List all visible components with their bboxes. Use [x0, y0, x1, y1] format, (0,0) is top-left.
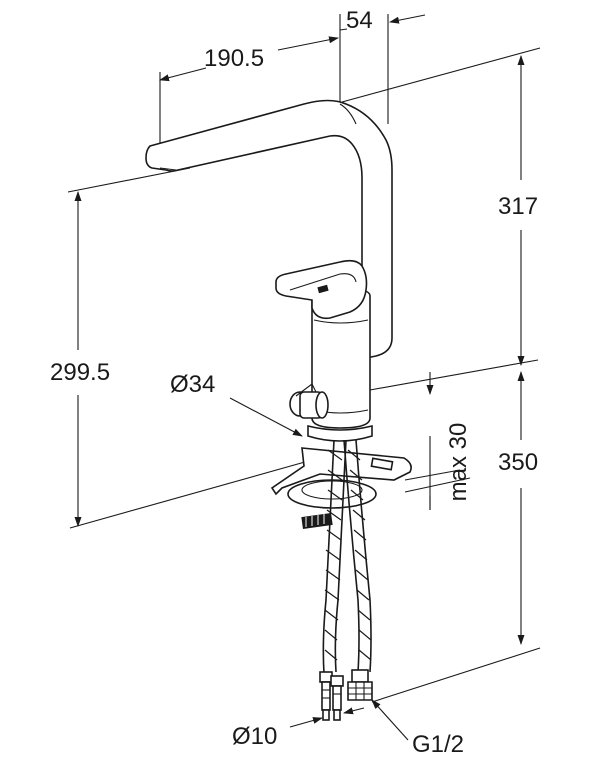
hose-diameter-label: Ø10 [232, 723, 277, 750]
spout-reach-label: 190.5 [204, 45, 264, 72]
threaded-rod [301, 512, 333, 530]
base-diameter-label: Ø34 [170, 371, 215, 398]
diverter-knob [289, 383, 329, 419]
base-ring [307, 424, 373, 442]
hose-length-label: 350 [498, 449, 538, 476]
connection-thread-label: G1/2 [412, 731, 464, 758]
deck-thickness-label: max 30 [445, 423, 472, 502]
hose-connector-middle [330, 675, 344, 721]
braided-hoses [322, 439, 372, 675]
hose-connector-right [347, 669, 373, 701]
faucet-assembly [145, 99, 412, 721]
spout-offset-label: 54 [346, 7, 373, 34]
dimension-lines [67, 14, 541, 741]
total-height-label: 317 [498, 193, 538, 220]
spout-height-label: 299.5 [50, 359, 110, 386]
